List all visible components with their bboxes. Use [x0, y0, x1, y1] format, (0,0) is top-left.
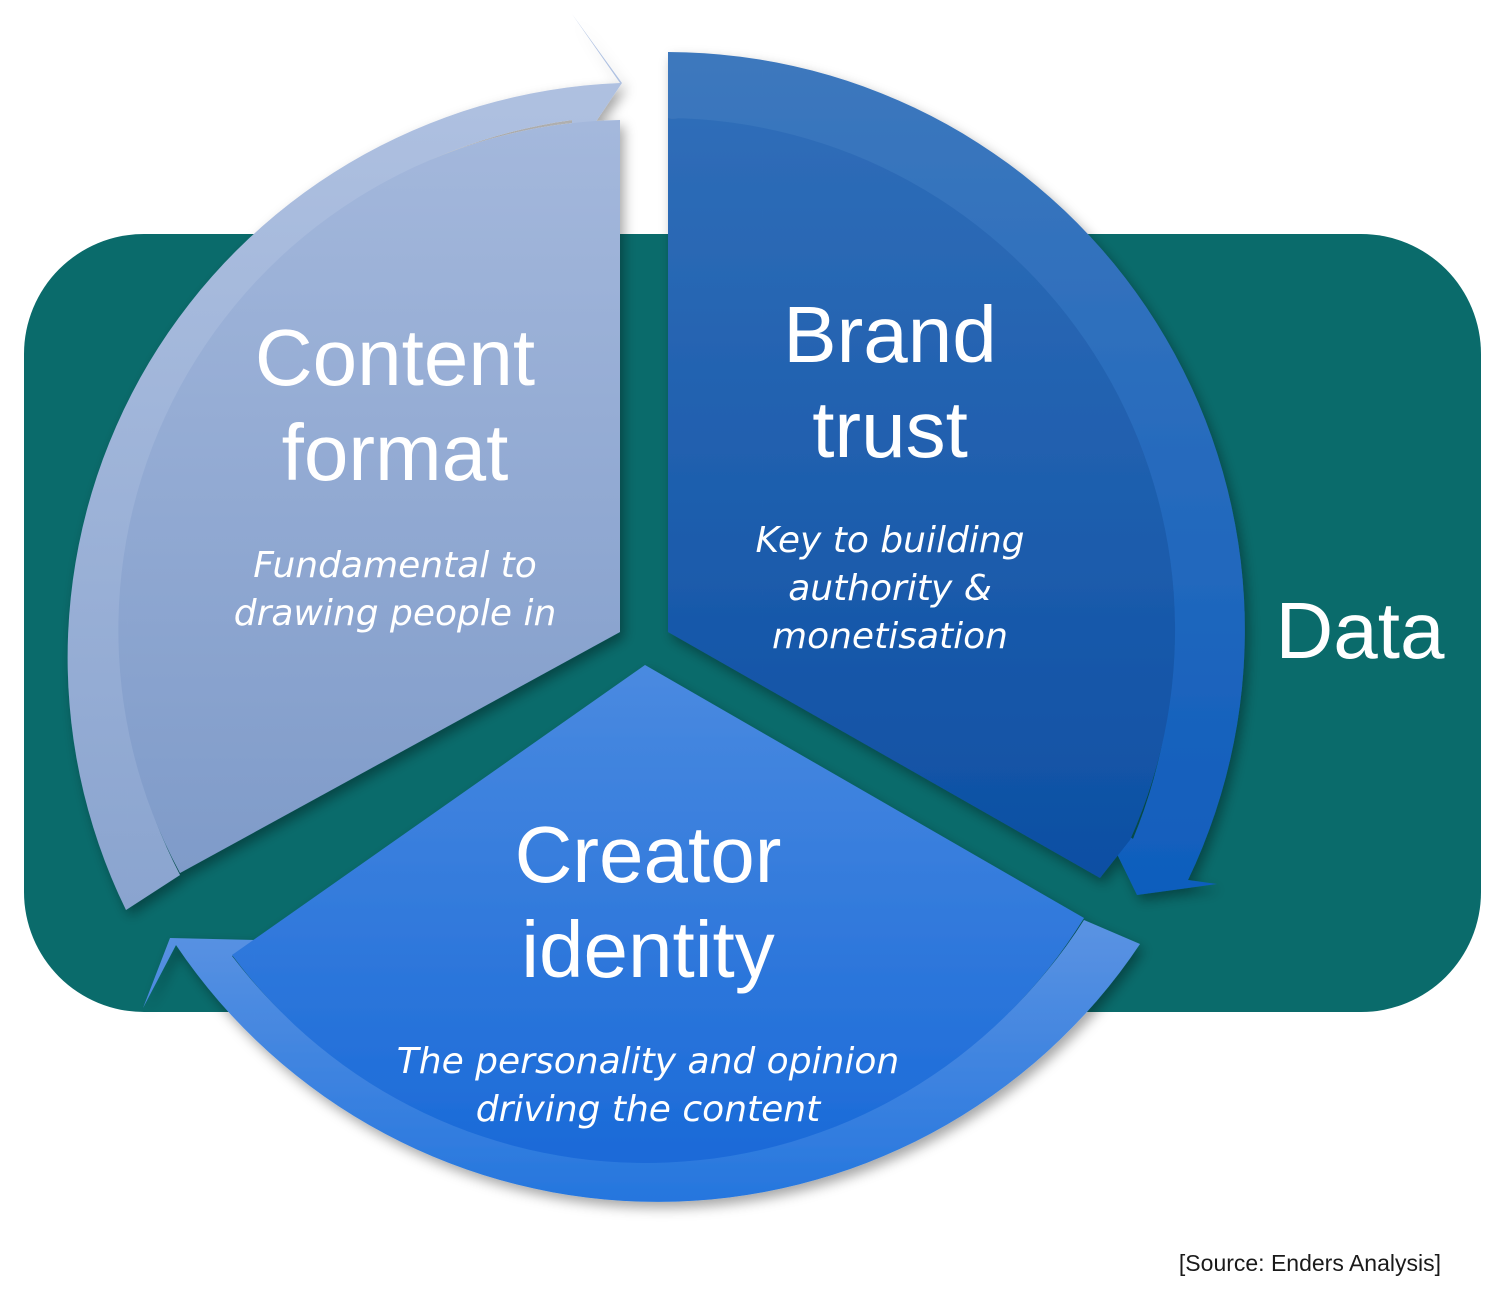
creator-identity-title-line-2: identity [521, 905, 774, 994]
creator-identity-arrow [143, 920, 1140, 1202]
creator-identity-title-line-1: Creator [515, 810, 782, 899]
segment-brand-trust [668, 52, 1245, 895]
content-format-wedge [118, 120, 621, 873]
data-label: Data [1276, 586, 1445, 675]
content-format-subtitle-line-1: Fundamental to [253, 545, 537, 586]
brand-trust-title-line-2: trust [812, 385, 968, 474]
content-format-subtitle-line-2: drawing people in [234, 593, 557, 634]
brand-trust-wedge [668, 118, 1176, 878]
brand-trust-subtitle-line-2: authority & [788, 568, 992, 609]
brand-trust-arrow [668, 52, 1245, 895]
segment-content-format [67, 14, 622, 910]
creator-identity-subtitle-line-1: The personality and opinion [397, 1041, 899, 1082]
creator-identity-subtitle-line-2: driving the content [476, 1089, 822, 1130]
source-caption: [Source: Enders Analysis] [1178, 1250, 1441, 1276]
content-format-title-line-1: Content [255, 313, 535, 402]
brand-trust-subtitle-line-3: monetisation [772, 616, 1008, 657]
segment-creator-identity [143, 665, 1140, 1202]
brand-trust-subtitle-line-1: Key to building [756, 520, 1025, 561]
content-format-title-line-2: format [282, 408, 509, 497]
creator-identity-wedge [232, 665, 1084, 1163]
content-format-arrow [67, 14, 622, 910]
brand-trust-title-line-1: Brand [783, 290, 996, 379]
